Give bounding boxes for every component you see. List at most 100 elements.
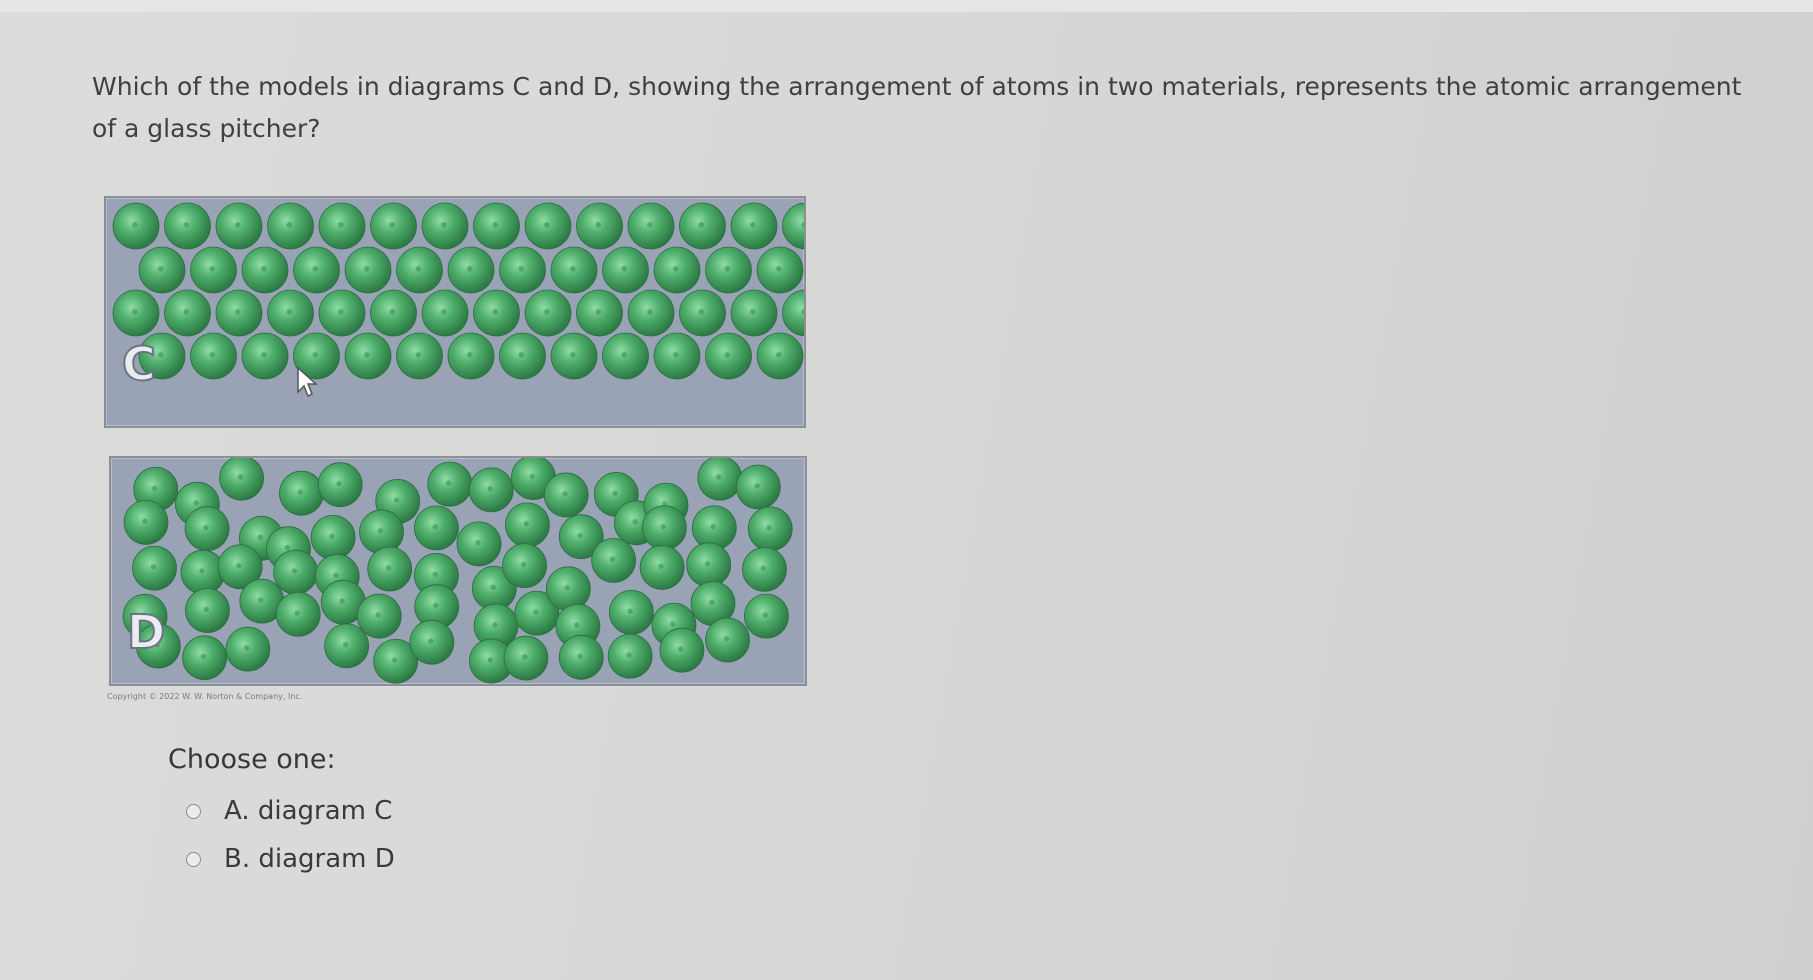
atom-shade	[612, 490, 618, 496]
top-strip	[0, 0, 1813, 12]
atom-shade	[709, 599, 715, 606]
atom-shade	[570, 352, 576, 358]
atom-shade	[760, 565, 767, 571]
atom-shade	[375, 612, 381, 618]
atom-shade	[286, 309, 293, 315]
atom-shade	[487, 657, 493, 663]
atom-shade	[286, 222, 293, 228]
atom-shade	[237, 474, 244, 480]
atom-shade	[339, 598, 345, 604]
atom-shade	[441, 309, 447, 315]
atom-shade	[716, 474, 722, 480]
atom-shade	[750, 222, 756, 228]
atom-shade	[329, 533, 335, 539]
atom-shade	[291, 568, 298, 574]
option-b[interactable]: B. diagram D	[186, 844, 395, 874]
atom-shade	[801, 222, 804, 228]
atom-shade	[710, 524, 716, 530]
atom-shade	[432, 524, 438, 530]
atom-shade	[544, 222, 550, 228]
atom-shade	[467, 352, 473, 358]
atom-shade	[364, 352, 370, 358]
atom-shade	[415, 352, 422, 358]
atom-shade	[762, 612, 768, 618]
atom-shade	[141, 612, 147, 618]
atom-shade	[142, 518, 148, 524]
atom-shade	[441, 222, 447, 228]
atom-shade	[544, 309, 550, 315]
atom-shade	[244, 645, 250, 651]
diagram-c-panel: C	[104, 196, 806, 428]
atom-shade	[801, 309, 804, 315]
atom-shade	[297, 489, 304, 495]
atom-shade	[312, 266, 319, 272]
atom-shade	[492, 222, 499, 228]
atom-shade	[258, 597, 264, 603]
atom-shade	[698, 309, 705, 315]
atom-shade	[621, 352, 628, 358]
atom-shade	[766, 525, 772, 531]
atom-shade	[595, 309, 602, 315]
atom-shade	[658, 563, 664, 570]
atom-shade	[432, 571, 438, 577]
atom-shade	[776, 352, 782, 358]
atom-shade	[389, 222, 396, 228]
atom-shade	[364, 266, 370, 272]
atom-shade	[132, 309, 138, 315]
atom-shade	[199, 568, 205, 574]
atom-shade	[183, 309, 190, 315]
question-text: Which of the models in diagrams C and D,…	[92, 72, 1742, 143]
mouse-pointer-icon	[297, 366, 318, 398]
atom-shade	[621, 266, 628, 272]
atom-shade	[209, 266, 216, 272]
atom-shade	[626, 652, 632, 658]
atom-shade	[294, 610, 300, 616]
atom-shade	[487, 486, 493, 492]
choose-one-label: Choose one:	[168, 744, 336, 775]
atom-c	[782, 202, 804, 250]
atom-shade	[235, 222, 241, 228]
radio-a[interactable]	[186, 803, 201, 819]
atom-shade	[698, 222, 705, 228]
atom-shade	[391, 657, 398, 663]
option-a[interactable]: A. diagram C	[186, 796, 392, 826]
atom-shade	[183, 222, 190, 228]
atom-shade	[209, 352, 216, 358]
atom-shade	[338, 309, 344, 315]
atom-shade	[518, 266, 525, 272]
atom-shade	[193, 500, 199, 506]
atom-shade	[236, 563, 242, 569]
atom-shade	[723, 636, 730, 642]
atom-c	[782, 289, 804, 337]
atom-shade	[647, 222, 653, 228]
atom-shade	[385, 565, 392, 571]
diagram-c-label: C	[122, 337, 156, 391]
atom-shade	[518, 352, 525, 358]
atom-shade	[776, 266, 782, 272]
atom-shade	[609, 556, 616, 562]
atom-shade	[678, 646, 684, 652]
atom-shade	[562, 491, 568, 497]
atom-shade	[393, 497, 400, 503]
atom-shade	[570, 266, 576, 272]
atom-shade	[203, 606, 210, 613]
atom-shade	[564, 585, 570, 591]
atom-shade	[203, 524, 209, 531]
atom-shade	[627, 608, 633, 614]
atom-shade	[724, 266, 731, 272]
atom-shade	[336, 480, 342, 487]
atom-shade	[632, 519, 638, 525]
atom-shade	[200, 653, 207, 660]
atom-shade	[342, 642, 349, 648]
copyright-notice: Copyright © 2022 W. W. Norton & Company,…	[107, 692, 303, 701]
atom-shade	[377, 528, 384, 534]
atom-shade	[415, 266, 422, 272]
atom-shade	[750, 309, 756, 315]
atom-shade	[595, 222, 602, 228]
atom-shade	[533, 609, 539, 615]
atom-shade	[475, 540, 481, 546]
atom-shade	[338, 222, 344, 228]
atom-shade	[389, 309, 396, 315]
radio-b[interactable]	[186, 851, 201, 867]
diagram-d-label: D	[127, 605, 165, 659]
